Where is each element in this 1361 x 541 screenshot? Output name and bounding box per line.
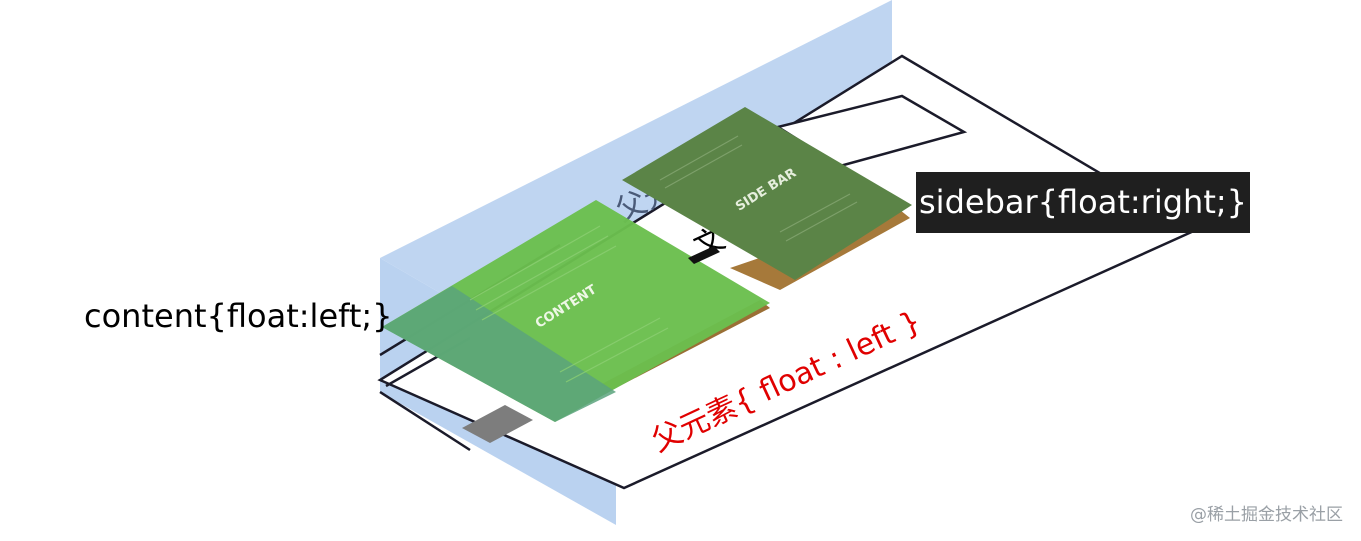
text-marker [688, 246, 720, 264]
sidebar-card [622, 107, 912, 280]
content-card-overlap [382, 286, 616, 422]
watermark: @稀土掘金技术社区 [1190, 505, 1343, 525]
footer-block [462, 405, 533, 443]
content-card-text-lines [469, 225, 669, 383]
sidebar-card-text-lines [659, 135, 858, 242]
content-float-label: content{float:left;} [84, 297, 393, 335]
parent-inner-line-3 [379, 390, 471, 452]
sidebar-float-label: sidebar{float:right;} [916, 172, 1250, 233]
